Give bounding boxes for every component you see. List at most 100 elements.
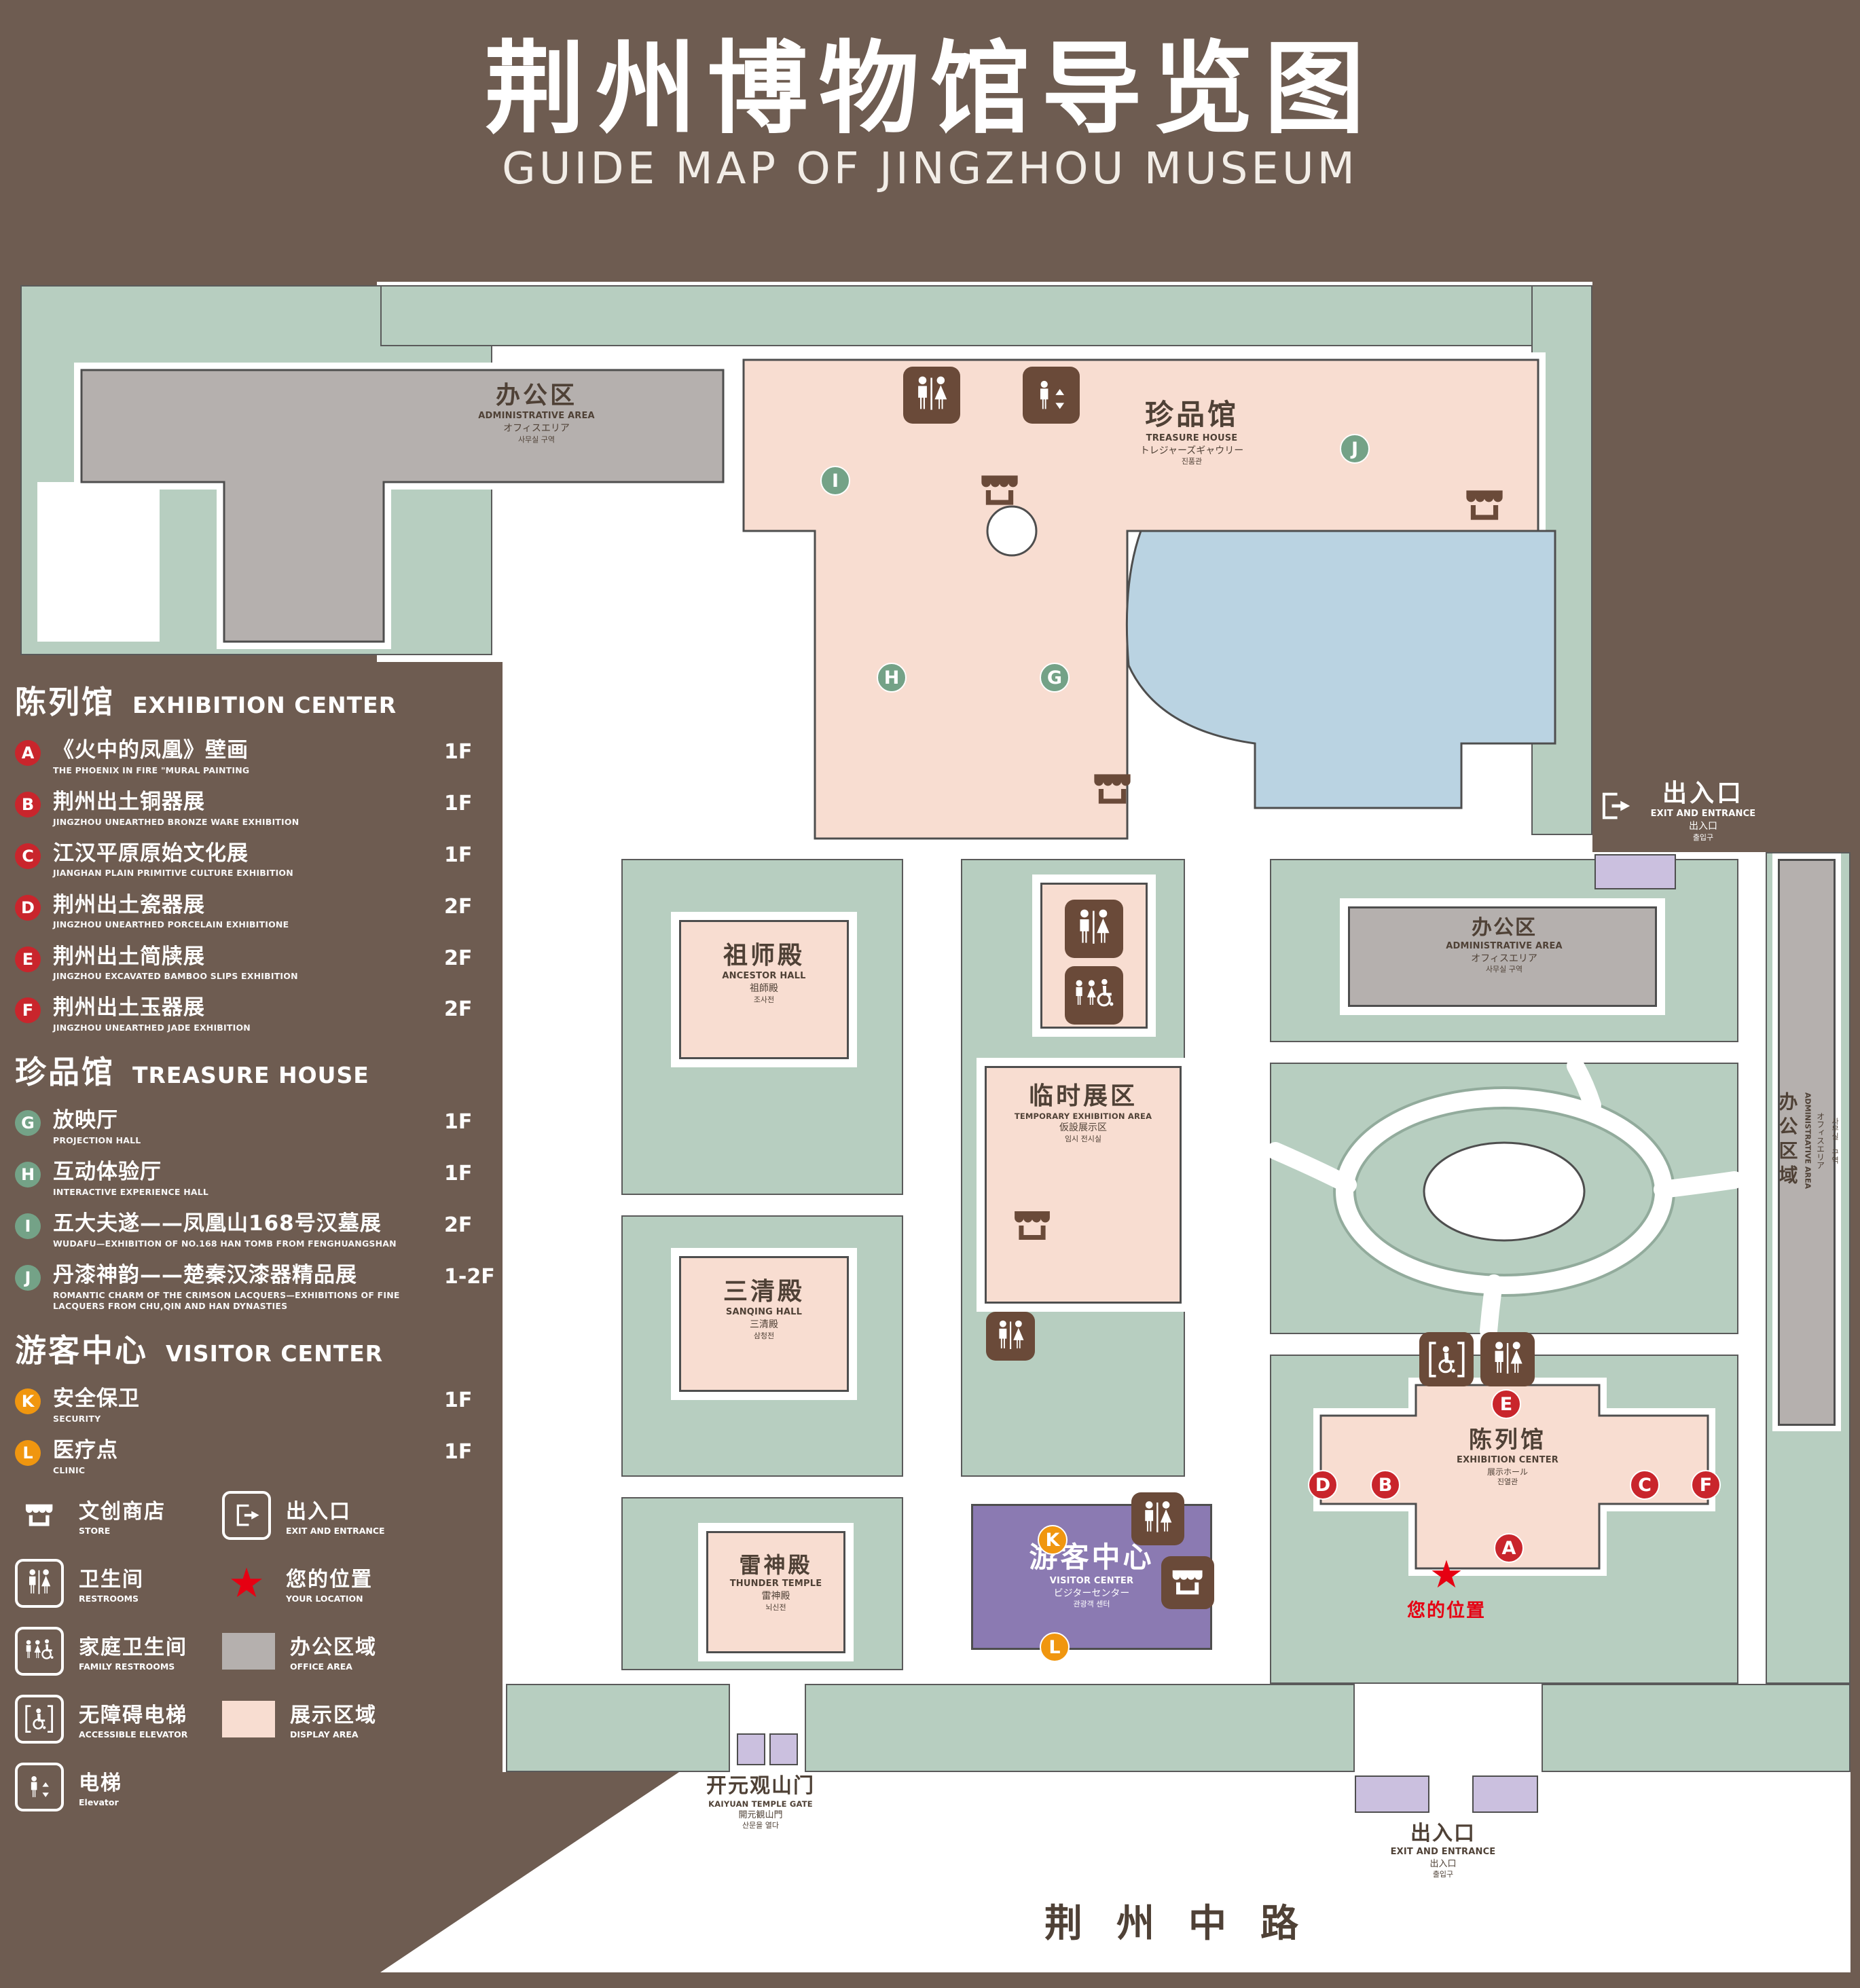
exit-icon-top <box>1594 786 1634 826</box>
restroom-icon <box>15 1558 64 1608</box>
gate-label: 开元观山门 KAIYUAN TEMPLE GATE 開元観山門 산문을 열다 <box>706 1774 815 1830</box>
legend-sidebar: 陈列馆 EXHIBITION CENTER A 《火中的凤凰》壁画 THE PH… <box>15 671 497 1811</box>
marker-d-legend: D <box>15 894 41 921</box>
map-marker-g: G <box>1040 663 1070 693</box>
ancestor-hall-building <box>679 920 849 1059</box>
floor-label: 1-2F <box>444 1265 495 1289</box>
legend-item-a: A 《火中的凤凰》壁画 THE PHOENIX IN FIRE "MURAL P… <box>15 738 497 776</box>
marker-j-legend: J <box>15 1265 41 1291</box>
elevator-icon-treasure <box>1023 367 1080 424</box>
map-marker-b: B <box>1370 1470 1400 1500</box>
ancestor-hall-label: 祖师殿 ANCESTOR HALL 祖師殿 조사전 <box>722 942 806 1004</box>
map-marker-i: I <box>820 466 850 496</box>
poster-title-zh: 荆州博物馆导览图 <box>484 31 1376 147</box>
map-marker-l: L <box>1040 1632 1070 1662</box>
restroom-icon-exhibition <box>1480 1332 1535 1386</box>
marker-l-legend: L <box>15 1440 41 1467</box>
display-area-swatch <box>222 1700 275 1737</box>
legend-item-l: L 医疗点 CLINIC 1F <box>15 1438 497 1476</box>
treasure-house-label: 珍品馆 TREASURE HOUSE トレジャーズギャウリー 진품관 <box>1139 398 1244 466</box>
legend-item-e: E 荆州出土简牍展 JINGZHOU EXCAVATED BAMBOO SLIP… <box>15 944 497 982</box>
poster-title-en: GUIDE MAP OF JINGZHOU MUSEUM <box>502 144 1358 194</box>
floor-label: 1F <box>444 1388 473 1413</box>
temporary-exhibition-label: 临时展区 TEMPORARY EXHIBITION AREA 仮設展示区 임시 … <box>1014 1082 1152 1143</box>
gate-pillar-right <box>769 1733 798 1765</box>
admin-nw-label: 办公区 ADMINISTRATIVE AREA オフィスエリア 사무실 구역 <box>478 382 595 444</box>
legend-item-j: J 丹漆神韵——楚秦汉漆器精品展 ROMANTIC CHARM OF THE C… <box>15 1263 497 1312</box>
restroom-icon-visitor <box>1131 1492 1184 1545</box>
map-marker-j: J <box>1340 434 1370 464</box>
lawn-band-middle <box>805 1684 1355 1772</box>
restroom-icon-temp <box>986 1312 1035 1361</box>
lawn-band-left <box>506 1684 730 1772</box>
sanqing-hall-label: 三清殿 SANQING HALL 三清殿 삼청전 <box>723 1278 805 1340</box>
legend-item-i: I 五大夫遂——凤凰山168号汉墓展 WUDAFU—EXHIBITION OF … <box>15 1211 497 1249</box>
store-icon <box>15 1491 64 1540</box>
admin-right-label: 办公区域 ADMINISTRATIVE AREA オフィスエリア 사무실 구역 <box>1776 1092 1840 1190</box>
map-marker-k: K <box>1038 1525 1068 1555</box>
courtyard-northwest <box>37 482 160 642</box>
your-location-marker: ★ 您的位置 <box>1382 1556 1511 1622</box>
map-marker-f: F <box>1691 1470 1721 1500</box>
floor-label: 1F <box>444 843 473 867</box>
map-marker-e: E <box>1491 1389 1521 1419</box>
marker-g-legend: G <box>15 1110 41 1137</box>
thunder-temple-building <box>706 1531 845 1653</box>
temporary-exhibition-building <box>985 1066 1182 1304</box>
floor-label: 2F <box>444 894 473 919</box>
elevator-icon-exhibition <box>1419 1332 1474 1386</box>
entrance-building-bottom-right <box>1472 1775 1538 1813</box>
exit-bottom-label: 出入口 EXIT AND ENTRANCE 出入口 출입구 <box>1390 1822 1496 1879</box>
location-star-icon: ★ <box>228 1559 265 1607</box>
floor-label: 2F <box>444 1213 473 1238</box>
marker-h-legend: H <box>15 1162 41 1188</box>
lawn-right-top <box>1531 285 1592 835</box>
section-header-treasure: 珍品馆 TREASURE HOUSE <box>15 1054 369 1091</box>
restroom-icon-mid <box>1065 900 1123 958</box>
legend-item-h: H 互动体验厅 INTERACTIVE EXPERIENCE HALL 1F <box>15 1160 497 1198</box>
marker-k-legend: K <box>15 1388 41 1415</box>
elevator-icon <box>15 1762 64 1811</box>
restroom-icon-treasure <box>903 367 960 424</box>
entrance-building-top <box>1594 854 1676 889</box>
section-header-visitor: 游客中心 VISITOR CENTER <box>15 1332 384 1369</box>
gate-pillar-left <box>737 1733 765 1765</box>
sanqing-hall-building <box>679 1256 849 1392</box>
admin-east-label: 办公区 ADMINISTRATIVE AREA オフィスエリア 사무실 구역 <box>1446 916 1563 974</box>
road-name-label: 荆州中路 <box>1044 1902 1332 1946</box>
section-header-exhibition: 陈列馆 EXHIBITION CENTER <box>15 684 397 720</box>
marker-i-legend: I <box>15 1213 41 1240</box>
legend-item-b: B 荆州出土铜器展 JINGZHOU UNEARTHED BRONZE WARE… <box>15 790 497 828</box>
thunder-temple-label: 雷神殿 THUNDER TEMPLE 雷神殿 뇌신전 <box>729 1552 822 1612</box>
marker-a-legend: A <box>15 740 41 766</box>
exhibition-center-label: 陈列馆 EXHIBITION CENTER 展示ホール 진열관 <box>1457 1426 1558 1486</box>
lawn-garden <box>1270 1063 1738 1334</box>
map-marker-c: C <box>1630 1470 1660 1500</box>
store-icon-treasure-right <box>1457 481 1512 530</box>
lawn-top-strip <box>380 285 1592 346</box>
admin-east-building <box>1348 906 1657 1007</box>
marker-c-legend: C <box>15 843 41 869</box>
map-marker-d: D <box>1308 1470 1338 1500</box>
floor-label: 1F <box>444 791 473 815</box>
accessible-elevator-icon <box>15 1694 64 1744</box>
store-icon-temp <box>1006 1202 1058 1249</box>
legend-item-f: F 荆州出土玉器展 JINGZHOU UNEARTHED JADE EXHIBI… <box>15 996 497 1033</box>
admin-right-building <box>1778 859 1836 1426</box>
floor-label: 1F <box>444 1162 473 1186</box>
marker-b-legend: B <box>15 791 41 817</box>
map-marker-h: H <box>877 663 907 693</box>
legend-item-g: G 放映厅 PROJECTION HALL 1F <box>15 1109 497 1146</box>
store-icon-treasure-left <box>972 466 1027 515</box>
exit-icon <box>222 1490 271 1540</box>
your-location-text: 您的位置 <box>1407 1600 1486 1621</box>
